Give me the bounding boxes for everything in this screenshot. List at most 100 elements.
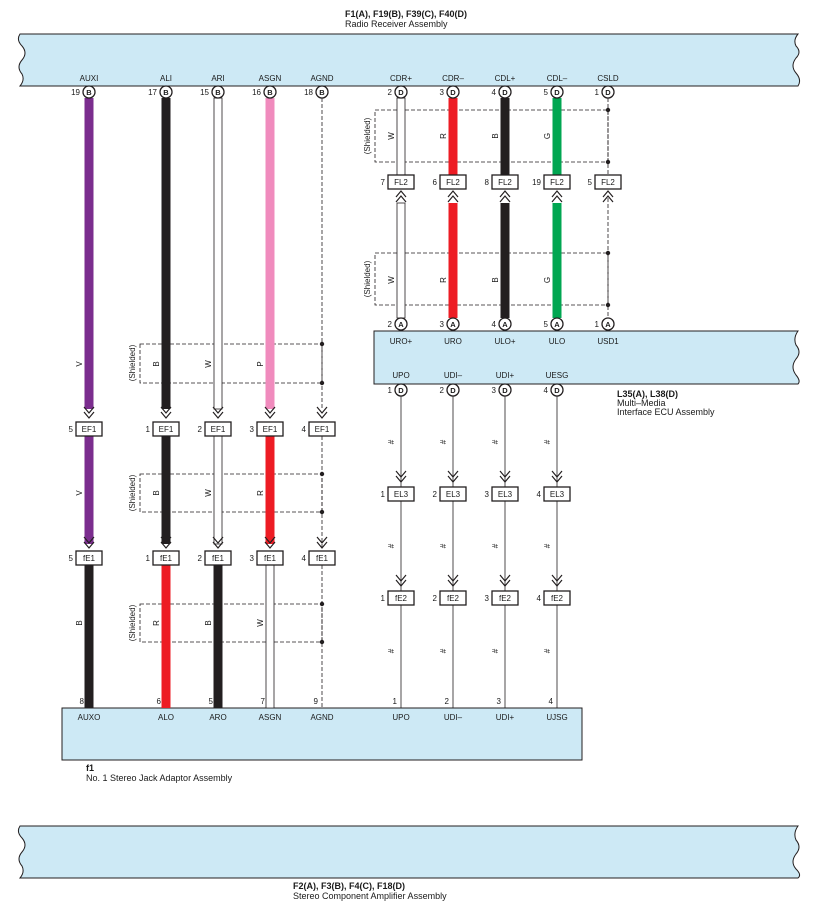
- wire-asgn-white: [265, 564, 275, 709]
- radio-pin-number: 15: [200, 88, 209, 97]
- jack-unit-code: f1: [86, 763, 94, 773]
- connector-code: EL3: [394, 490, 409, 499]
- radio-pin-number: 17: [148, 88, 157, 97]
- wire-color-code: R: [152, 620, 161, 626]
- mmi-pin-number: 2: [388, 320, 393, 329]
- connector-fe1: [75, 550, 103, 566]
- chevron-icon: [551, 574, 563, 587]
- wire-color-code: P: [256, 361, 265, 366]
- wire-ali-black-2: [161, 436, 171, 544]
- pin-terminal: [498, 317, 512, 331]
- chevron-icon: [264, 536, 276, 549]
- pin-number: 4: [537, 594, 542, 603]
- jack-pin-label: ALO: [158, 713, 174, 722]
- pin-terminal: [446, 383, 460, 397]
- pin-conn-letter: A: [398, 320, 404, 329]
- pin-terminal: [446, 317, 460, 331]
- wire-color-code: R: [439, 277, 448, 283]
- connector-ef1: [75, 421, 103, 437]
- chevron-icon: [212, 536, 224, 549]
- pin-conn-letter: A: [605, 320, 611, 329]
- wire-color-code: V: [75, 490, 84, 496]
- connector-fl2: [543, 174, 571, 190]
- radio-receiver-unit: [17, 33, 801, 87]
- chevron-up-icon: [602, 190, 614, 203]
- mmi-pin-label: URO+: [390, 337, 413, 346]
- pin-number: 6: [433, 178, 438, 187]
- amp-unit-code: F2(A), F3(B), F4(C), F18(D): [293, 881, 405, 891]
- jack-pin-number: 3: [497, 697, 502, 706]
- jack-pin-label: UPO: [392, 713, 409, 722]
- pin-number: 8: [485, 178, 490, 187]
- stereo-jack-unit: [61, 707, 583, 761]
- shielded-label: (Shielded): [363, 260, 372, 297]
- connector-code: EL3: [446, 490, 461, 499]
- connector-code: fE2: [447, 594, 460, 603]
- wire-asgn-pink: [265, 98, 275, 409]
- pin-conn-letter: A: [502, 320, 508, 329]
- connector-code: fE1: [316, 554, 329, 563]
- radio-unit-code: F1(A), F19(B), F39(C), F40(D): [345, 9, 467, 19]
- chevron-icon: [316, 536, 328, 549]
- pin-conn-letter: D: [398, 88, 404, 97]
- connector-fe2: [387, 590, 415, 606]
- connector-el3: [491, 486, 519, 502]
- wire-color-code: W: [387, 132, 396, 140]
- wire-color-code: B: [491, 133, 500, 138]
- mmi-pin-label: UESG: [546, 371, 569, 380]
- radio-pin-label: AGND: [310, 74, 333, 83]
- connector-code: FL2: [394, 178, 408, 187]
- pin-conn-letter: D: [554, 88, 560, 97]
- wire-hash-mark: #: [387, 648, 396, 653]
- jack-pin-number: 7: [261, 697, 266, 706]
- wire-hash-mark: #: [543, 543, 552, 548]
- connector-code: fE1: [264, 554, 277, 563]
- jack-pin-number: 2: [445, 697, 450, 706]
- radio-pin-label: CSLD: [597, 74, 619, 83]
- chevron-icon: [499, 470, 511, 483]
- wire-color-code: W: [204, 489, 213, 497]
- mmi-unit-name-1: Multi–Media: [617, 398, 666, 408]
- connector-fe1: [204, 550, 232, 566]
- mmi-pin-label: UDI–: [444, 371, 463, 380]
- wire-ari-white: [213, 97, 223, 410]
- wire-hash-mark: #: [491, 439, 500, 444]
- wire-hash-mark: #: [387, 439, 396, 444]
- pin-conn-letter: B: [215, 88, 221, 97]
- chevron-up-icon: [551, 190, 563, 203]
- jack-pin-number: 6: [157, 697, 162, 706]
- jack-pin-number: 4: [549, 697, 554, 706]
- mmi-pin-label: UPO: [392, 371, 409, 380]
- wire-auxo-black: [84, 565, 94, 708]
- radio-pin-number: 3: [440, 88, 445, 97]
- pin-terminal: [394, 383, 408, 397]
- pin-number: 5: [69, 425, 74, 434]
- wire-cdl-plus-black: [500, 98, 510, 175]
- wire-hash-mark: #: [491, 543, 500, 548]
- mmi-pin-label: ULO+: [494, 337, 515, 346]
- pin-conn-letter: A: [554, 320, 560, 329]
- mmi-pin-label: URO: [444, 337, 462, 346]
- wire-auxi-violet-2: [84, 436, 94, 544]
- jack-pin-number: 5: [209, 697, 214, 706]
- pin-number: 3: [250, 554, 255, 563]
- radio-pin-label: CDR–: [442, 74, 464, 83]
- jack-pin-number: 8: [80, 697, 85, 706]
- wire-color-code: V: [75, 361, 84, 367]
- mmi-pin-number: 2: [440, 386, 445, 395]
- connector-code: EF1: [315, 425, 330, 434]
- wire-hash-mark: #: [439, 439, 448, 444]
- connector-ef1: [204, 421, 232, 437]
- connector-fe1: [308, 550, 336, 566]
- pin-terminal: [82, 85, 96, 99]
- jack-pin-label: UJSG: [546, 713, 567, 722]
- mmi-pin-number: 3: [440, 320, 445, 329]
- wire-hash-mark: #: [439, 648, 448, 653]
- connector-fe2: [491, 590, 519, 606]
- pin-number: 1: [381, 490, 386, 499]
- wire-hash-mark: #: [439, 543, 448, 548]
- mmi-pin-number: 1: [595, 320, 600, 329]
- pin-conn-letter: B: [86, 88, 92, 97]
- chevron-icon: [212, 406, 224, 419]
- shield-dot: [605, 302, 611, 308]
